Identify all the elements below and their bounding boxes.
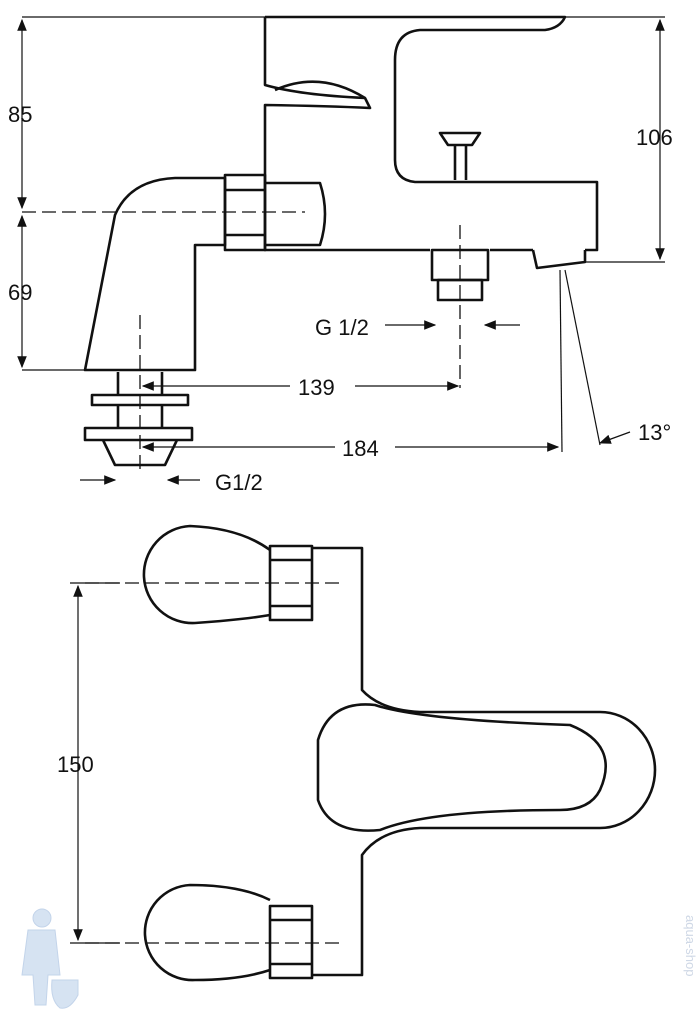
dim-85-label: 85 bbox=[8, 102, 32, 127]
top-view bbox=[142, 524, 657, 982]
inlet-thread-label: G1/2 bbox=[215, 470, 263, 495]
watermark-text: aqua-shop bbox=[683, 915, 698, 976]
dim-184-label: 184 bbox=[342, 436, 379, 461]
dim-69-label: 69 bbox=[8, 280, 32, 305]
dim-150-label: 150 bbox=[57, 752, 94, 777]
spout-angle-label: 13° bbox=[638, 420, 671, 445]
dimension-lines bbox=[17, 16, 665, 944]
plumber-watermark-logo bbox=[21, 908, 79, 1009]
side-view bbox=[83, 15, 599, 467]
dim-106-label: 106 bbox=[636, 125, 673, 150]
dim-139-label: 139 bbox=[298, 375, 335, 400]
outlet-thread-label: G 1/2 bbox=[315, 315, 369, 340]
centerlines bbox=[22, 211, 461, 944]
